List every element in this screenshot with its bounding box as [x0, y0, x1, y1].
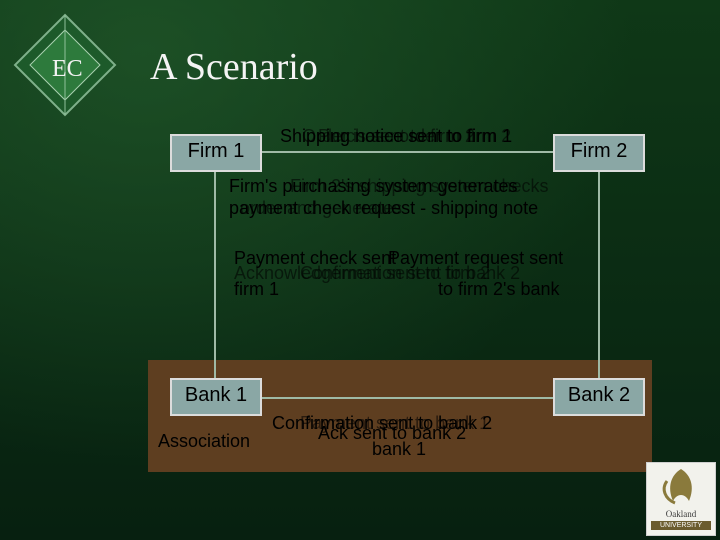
top-message-layer-2: Purchase order to firm 2 [318, 126, 512, 146]
middle-message-layer-2: order and generates [240, 198, 403, 218]
ec-badge-label: EC [52, 56, 83, 82]
slide-title: A Scenario [150, 46, 318, 88]
bank1-box: Bank 1 [170, 378, 262, 416]
flow-rectangle [214, 151, 600, 399]
lower-message-layer-1: Acknowledgement sent to firm 2 [234, 263, 491, 283]
middle-message-line2: payment check request - shipping note [229, 198, 539, 218]
logo-name: Oakland [665, 509, 697, 519]
oak-leaf-logo-icon [662, 469, 692, 505]
association-label: Association [158, 431, 251, 451]
lower-message-line1: Payment check sent [234, 248, 397, 268]
bank-message-line1: Confirmation sent to bank 2 [272, 413, 493, 433]
oakland-university-logo: Oakland UNIVERSITY [646, 462, 716, 536]
middle-message-layer-1: Firm 2's shipping system checks [290, 176, 549, 196]
firm1-box: Firm 1 [170, 134, 262, 172]
bank-message-line2: Ack sent to bank 2 [318, 423, 467, 443]
top-message: Shipping notice sent to firm 1 [280, 126, 513, 146]
logo-subtitle: UNIVERSITY [651, 521, 711, 530]
lower-message-line4: to firm 2's bank [438, 279, 560, 299]
bank2-box: Bank 2 [553, 378, 645, 416]
middle-message-line1: Firm's purchasing system generates [229, 176, 518, 196]
ec-badge-diamond-icon [13, 13, 117, 117]
lower-message-line2: Payment request sent [388, 248, 564, 268]
bank-message-line3: bank 1 [372, 439, 427, 459]
firm2-box: Firm 2 [553, 134, 645, 172]
bank-message-layer-1: Payment sent to bank 1 [300, 413, 490, 433]
lower-message-line3: firm 1 [234, 279, 279, 299]
lower-message-layer-2: Confirmation sent to bank 2 [300, 263, 521, 283]
top-message-layer-1: Order is sent to firm 2 [302, 126, 476, 146]
